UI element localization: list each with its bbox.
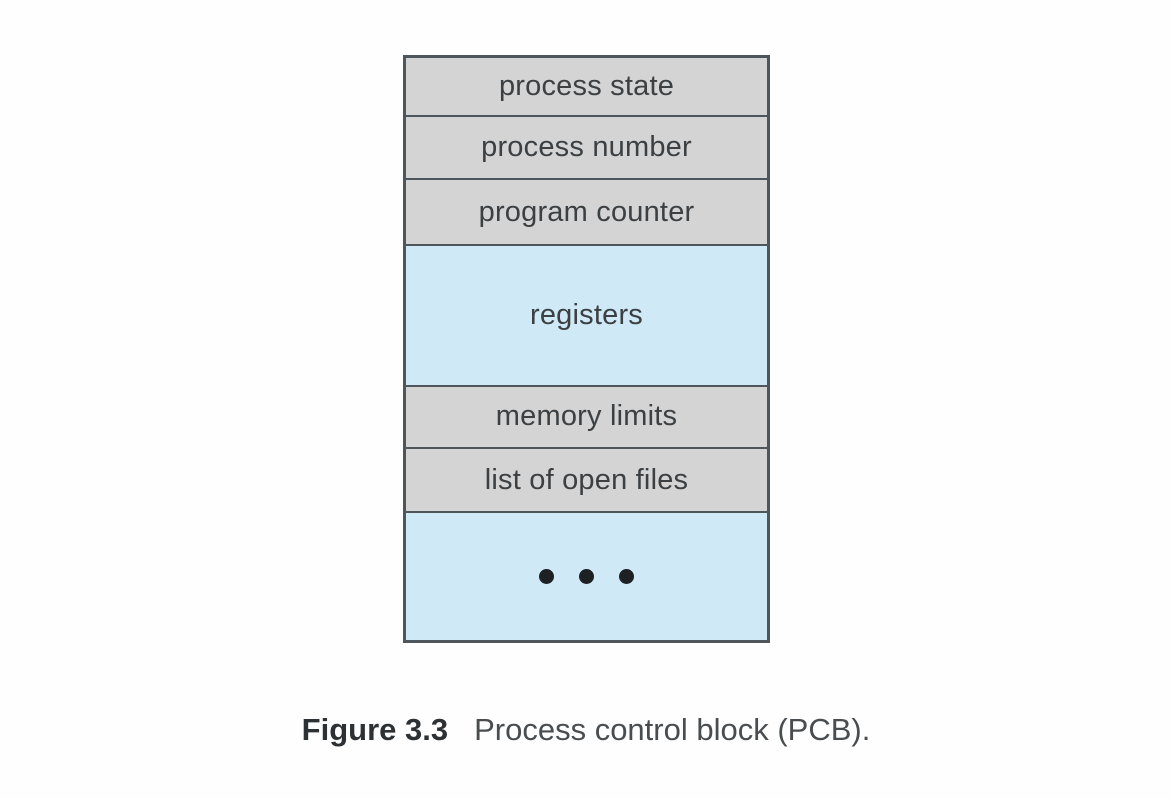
ellipsis-dot	[579, 568, 594, 584]
pcb-row-label: memory limits	[495, 400, 678, 433]
pcb-row-label: registers	[530, 298, 643, 331]
pcb-row-label: list of open files	[484, 463, 689, 496]
ellipsis-icon	[539, 568, 634, 584]
pcb-row-list-of-open-files: list of open files	[406, 449, 767, 513]
figure-caption-text: Process control block (PCB).	[474, 712, 871, 747]
pcb-row-ellipsis	[406, 512, 767, 640]
pcb-row-process-number: process number	[406, 116, 767, 181]
pcb-row-label: process number	[481, 131, 692, 163]
figure-caption-number: Figure 3.3	[301, 712, 449, 747]
pcb-row-label: process state	[498, 69, 675, 102]
ellipsis-dot	[619, 568, 634, 584]
pcb-row-memory-limits: memory limits	[406, 386, 767, 450]
pcb-row-label: program counter	[478, 195, 695, 228]
pcb-row-registers: registers	[406, 245, 767, 387]
pcb-diagram: process state process number program cou…	[403, 55, 770, 643]
figure-caption: Figure 3.3 Process control block (PCB).	[0, 712, 1172, 748]
ellipsis-dot	[539, 568, 554, 584]
pcb-row-process-state: process state	[406, 58, 767, 117]
pcb-row-program-counter: program counter	[406, 180, 767, 246]
